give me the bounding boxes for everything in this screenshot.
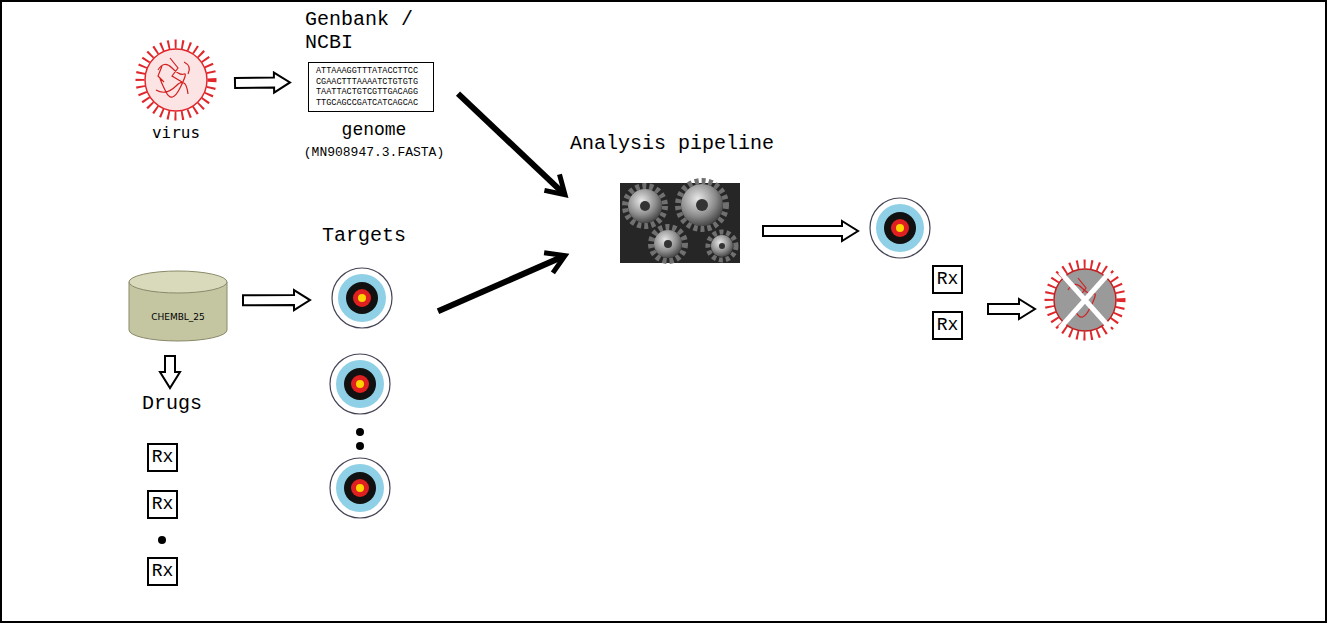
drug-label: Rx <box>934 267 961 292</box>
drug-box: Rx <box>147 557 178 586</box>
virus-icon-part <box>145 49 207 111</box>
gears-image-part <box>651 227 685 261</box>
target-icons-part-part <box>358 294 366 302</box>
pipeline-node: Analysis pipeline <box>565 130 810 265</box>
target-icons-part-part <box>896 224 904 232</box>
target-icons-part <box>870 198 930 258</box>
cylinder-outline <box>128 270 228 342</box>
database-cylinder: CHEMBL_25 <box>128 270 228 342</box>
virus-node: virus <box>130 36 222 146</box>
sequence-text: ATTAAAGGTTTATACCTTCC CGAACTTTAAAATCTGTGT… <box>308 62 434 112</box>
target-icons-part-part <box>344 368 376 400</box>
source-heading: Genbank / NCBI <box>305 8 430 54</box>
target-icons-part-part <box>356 484 364 492</box>
target-icons <box>158 198 930 544</box>
drugs-node: DrugsRx <box>132 390 212 474</box>
accession-label: (MN908947.3.FASTA) <box>290 146 458 161</box>
dead-virus-icon-part <box>1049 264 1121 336</box>
gears-image-part <box>628 189 662 223</box>
target-icons-part <box>330 354 390 414</box>
hollow-arrow <box>243 290 310 310</box>
hollow-arrows-part <box>763 221 858 241</box>
database-label: CHEMBL_25 <box>128 312 228 322</box>
arrow-outline <box>243 290 310 310</box>
hollow-arrows <box>763 221 1035 319</box>
gears-image-part <box>664 240 672 248</box>
target-icons-part-part <box>870 198 930 258</box>
arrow-shaft <box>458 94 564 194</box>
target-icons-part-part <box>332 268 392 328</box>
thick-arrow <box>458 94 565 195</box>
target-icons-part <box>330 458 390 518</box>
gears-image-part <box>625 186 665 226</box>
target-icons-part-part <box>336 464 384 512</box>
hollow-arrows-part <box>988 299 1035 319</box>
cylinder-top <box>129 271 227 293</box>
target-icons-part-part <box>330 354 390 414</box>
target-icons-part-part <box>356 380 364 388</box>
thick-arrow <box>438 253 565 312</box>
dead-virus-icon-part <box>1054 269 1116 331</box>
arrow-outline <box>235 73 290 93</box>
drug-box: Rx <box>147 490 178 519</box>
virus-label: virus <box>130 124 222 142</box>
gears-image-part <box>678 181 726 229</box>
drug-label: Rx <box>149 492 176 517</box>
arrow-head <box>544 253 565 273</box>
target-icons-part-part <box>876 204 924 252</box>
genome-label: genome <box>290 120 458 141</box>
drug-label: Rx <box>149 559 176 584</box>
target-icons-part-part <box>884 212 916 244</box>
gears-image-part <box>711 235 733 257</box>
target-icons-part-part <box>351 375 369 393</box>
targets-node: Targets <box>312 222 416 332</box>
target-icons-part <box>356 442 364 450</box>
gears-image-part <box>696 199 708 211</box>
gears-image-part <box>640 201 650 211</box>
gears-image-part <box>719 243 725 249</box>
target-icons-part-part <box>351 479 369 497</box>
drug-box: Rx <box>932 265 963 294</box>
gears-image-part <box>708 232 736 260</box>
gears-image <box>620 181 740 263</box>
target-icons-part <box>158 536 166 544</box>
arrow-shaft <box>438 256 563 311</box>
hollow-arrow <box>160 356 180 388</box>
gears-image-part <box>681 184 723 226</box>
drugs-heading: Drugs <box>132 392 212 415</box>
pipeline-heading: Analysis pipeline <box>570 132 805 155</box>
target-icons-part-part <box>344 472 376 504</box>
target-icons-part <box>332 268 392 328</box>
drug-label: Rx <box>934 313 961 338</box>
target-icons-part-part <box>353 289 371 307</box>
hollow-arrow <box>235 73 290 93</box>
drug-box: Rx <box>932 311 963 340</box>
dead-virus-icon <box>1049 264 1121 336</box>
dead-virus-icon-part <box>1060 272 1110 328</box>
target-icons-part <box>356 428 364 436</box>
virus-icon-part <box>140 44 212 116</box>
drug-label: Rx <box>147 443 178 472</box>
virus-icon-part <box>156 58 189 97</box>
target-icons-part-part <box>891 219 909 237</box>
target-icons-part-part <box>336 360 384 408</box>
targets-heading: Targets <box>312 224 416 247</box>
target-icons-part-part <box>338 274 386 322</box>
target-icons-part-part <box>346 282 378 314</box>
genome-node: Genbank / NCBI ATTAAAGGTTTATACCTTCC CGAAC… <box>290 4 458 164</box>
target-icons-part-part <box>330 458 390 518</box>
arrow-outline <box>160 356 180 388</box>
arrow-head <box>544 174 565 194</box>
virus-icon <box>140 44 212 116</box>
gears-image-part <box>654 230 682 258</box>
